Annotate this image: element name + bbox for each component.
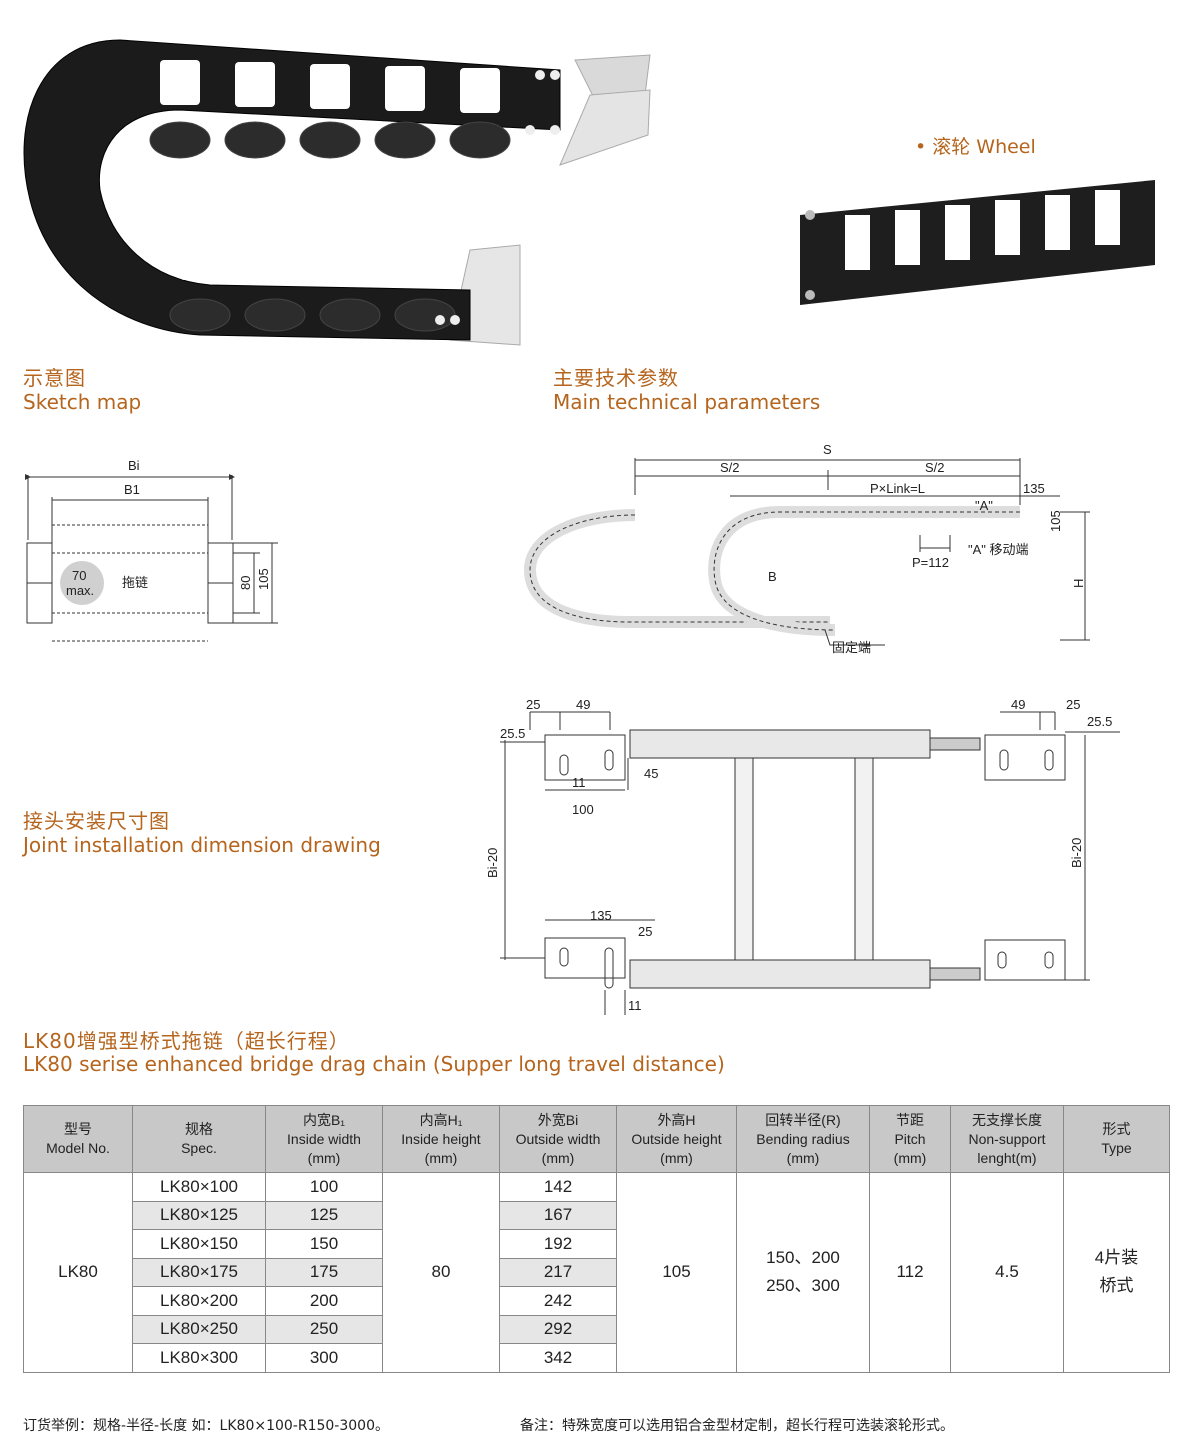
- order-example: 订货举例：规格-半径-长度 如：LK80×100-R150-3000。: [23, 1418, 389, 1434]
- cell-spec: LK80×125: [132, 1200, 266, 1230]
- sketch-chain-label: 拖链: [122, 575, 148, 590]
- param-dim-a-move: "A" 移动端: [968, 542, 1029, 557]
- table-row: LK80×300 300 342: [24, 1343, 1170, 1373]
- cell-inner-width: 100: [265, 1172, 383, 1202]
- cell-inner-width: 150: [265, 1229, 383, 1259]
- params-title-en: Main technical parameters: [553, 390, 821, 414]
- joint-dim-25-right: 25: [1066, 697, 1080, 712]
- param-dim-h: H: [1071, 579, 1086, 588]
- joint-dim-11-top: 11: [572, 775, 586, 790]
- sketch-title-cn: 示意图: [23, 366, 86, 390]
- cell-spec: LK80×175: [132, 1257, 266, 1287]
- param-dim-p: P=112: [912, 555, 949, 570]
- cell-outer-width: 192: [499, 1229, 617, 1259]
- joint-dim-100: 100: [572, 802, 594, 817]
- product-title-en: LK80 serise enhanced bridge drag chain (…: [23, 1052, 725, 1076]
- joint-dim-135: 135: [590, 908, 612, 923]
- sketch-dim-max-top: 70: [72, 568, 86, 583]
- sketch-dim-bi: Bi: [128, 458, 140, 473]
- cell-spec: LK80×300: [132, 1343, 266, 1373]
- joint-dim-45: 45: [644, 766, 658, 781]
- cell-pitch: 112: [869, 1172, 951, 1373]
- param-dim-s: S: [823, 442, 832, 457]
- joint-title-en: Joint installation dimension drawing: [23, 833, 381, 857]
- cell-outer-width: 217: [499, 1257, 617, 1287]
- header-bending-radius: 回转半径(R)Bending radius(mm): [736, 1105, 870, 1173]
- sketch-dim-b1: B1: [124, 482, 140, 497]
- cell-inner-width: 250: [265, 1314, 383, 1344]
- cell-outer-width: 167: [499, 1200, 617, 1230]
- wheel-chain-photo: [800, 180, 1155, 305]
- joint-installation-diagram: 25 49 25.5 11 45 100 Bi-20 135 25 11 49 …: [485, 697, 1120, 1015]
- drag-chain-photo: [23, 39, 651, 346]
- sketch-dim-max-bottom: max.: [66, 583, 94, 598]
- cell-outer-width: 342: [499, 1343, 617, 1373]
- sketch-map-diagram: Bi B1 70 max. 拖链 80 105: [25, 458, 278, 642]
- joint-dim-11-bottom: 11: [628, 998, 642, 1013]
- param-dim-s2-right: S/2: [925, 460, 945, 475]
- cell-inner-height: 80: [382, 1172, 500, 1373]
- cell-model: LK80: [23, 1172, 133, 1373]
- cell-inner-width: 200: [265, 1286, 383, 1316]
- param-dim-b: B: [768, 569, 777, 584]
- param-dim-105: 105: [1048, 510, 1063, 532]
- joint-title-cn: 接头安装尺寸图: [23, 809, 170, 833]
- param-fixed-end: 固定端: [832, 640, 871, 655]
- sketch-dim-inner: 80: [238, 576, 253, 590]
- joint-dim-25-5-right: 25.5: [1087, 714, 1112, 729]
- param-dim-a: "A": [975, 498, 993, 513]
- cell-inner-width: 175: [265, 1257, 383, 1287]
- cell-spec: LK80×150: [132, 1229, 266, 1259]
- note: 备注：特殊宽度可以选用铝合金型材定制，超长行程可选装滚轮形式。: [520, 1418, 954, 1434]
- param-dim-pxl: P×Link=L: [870, 481, 925, 496]
- param-dim-135: 135: [1023, 481, 1045, 496]
- cell-non-support: 4.5: [950, 1172, 1064, 1373]
- table-row: LK80×175 175 217: [24, 1257, 1170, 1287]
- cell-outer-width: 292: [499, 1314, 617, 1344]
- technical-parameters-diagram: S S/2 S/2 P×Link=L 135 "A" 105 "A" 移动端 H…: [523, 442, 1090, 655]
- product-title-cn: LK80增强型桥式拖链（超长行程）: [23, 1029, 350, 1053]
- cell-outer-height: 105: [616, 1172, 737, 1373]
- cell-outer-width: 242: [499, 1286, 617, 1316]
- cell-spec: LK80×250: [132, 1314, 266, 1344]
- cell-inner-width: 300: [265, 1343, 383, 1373]
- joint-dim-25-top: 25: [526, 697, 540, 712]
- joint-dim-bi20-left: Bi-20: [485, 848, 500, 878]
- cell-spec: LK80×200: [132, 1286, 266, 1316]
- joint-dim-49-top: 49: [576, 697, 590, 712]
- sketch-dim-outer: 105: [256, 568, 271, 590]
- param-dim-s2-left: S/2: [720, 460, 740, 475]
- cell-inner-width: 125: [265, 1200, 383, 1230]
- joint-dim-25-5-left: 25.5: [500, 726, 525, 741]
- cell-outer-width: 142: [499, 1172, 617, 1202]
- cell-type: 4片装桥式: [1063, 1172, 1170, 1373]
- cell-spec: LK80×100: [132, 1172, 266, 1202]
- params-title-cn: 主要技术参数: [553, 366, 679, 390]
- wheel-label: • 滚轮 Wheel: [915, 136, 1036, 158]
- joint-dim-25-bottom: 25: [638, 924, 652, 939]
- joint-dim-bi20-right: Bi-20: [1069, 838, 1084, 868]
- joint-dim-49-right: 49: [1011, 697, 1025, 712]
- table-row: LK80×125 125 167: [24, 1200, 1170, 1230]
- sketch-title-en: Sketch map: [23, 390, 142, 414]
